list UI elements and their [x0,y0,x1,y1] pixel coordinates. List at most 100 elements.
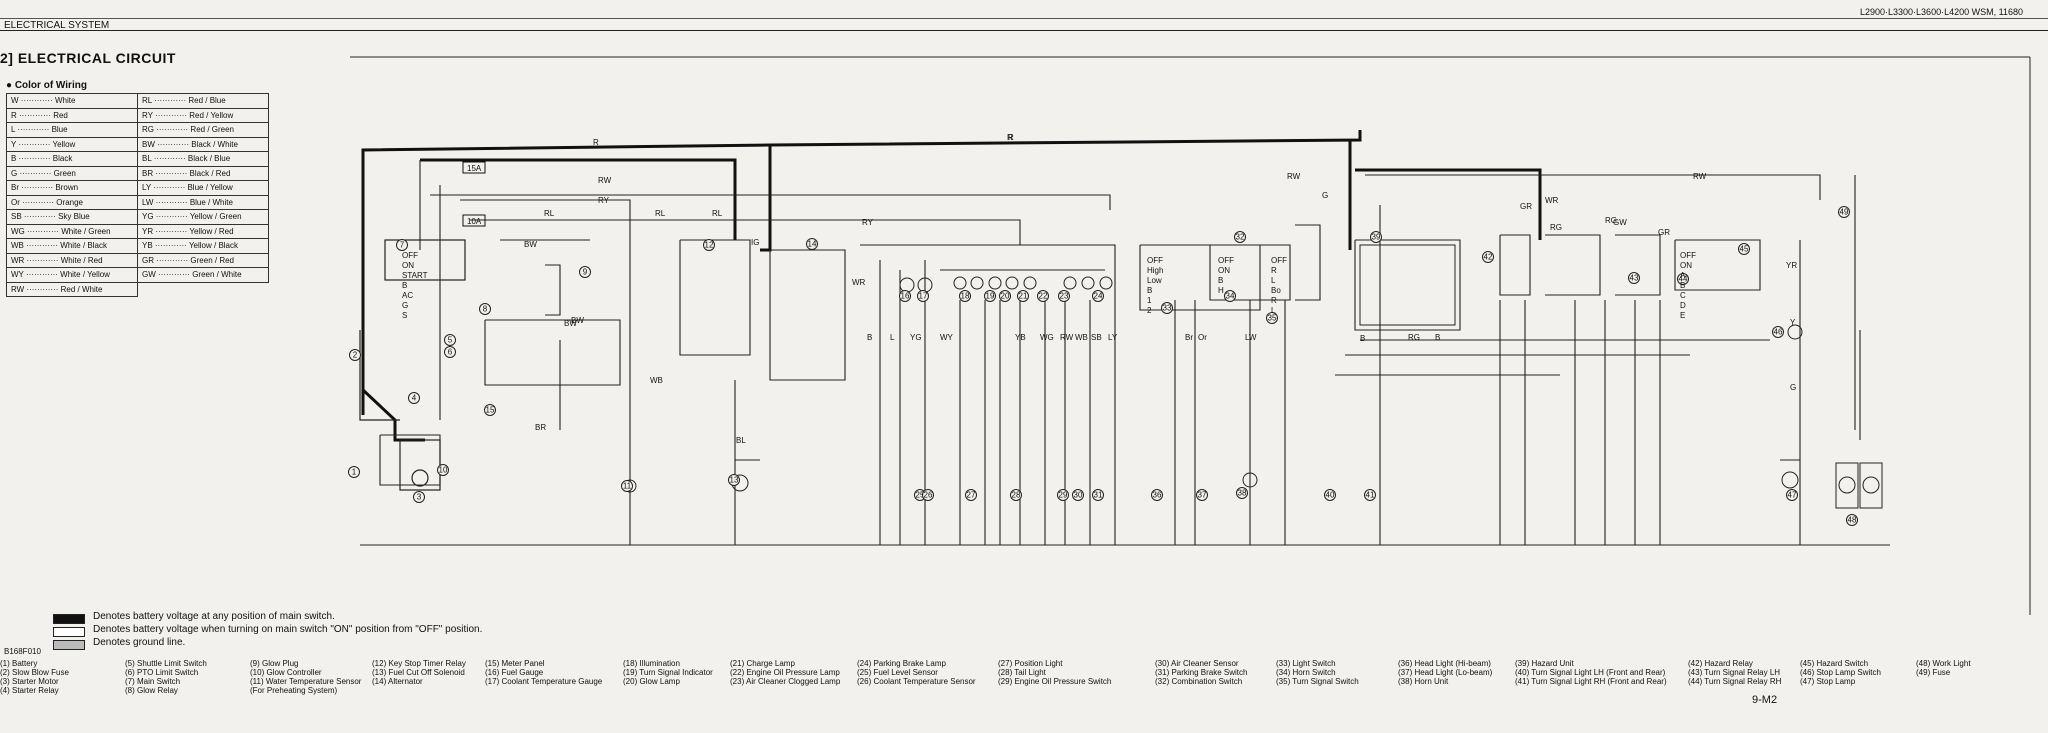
component-column: (1) Battery(2) Slow Blow Fuse(3) Starter… [0,659,69,695]
node-marker [1482,251,1494,263]
combination-switch-label: OFF [1147,256,1163,265]
node-marker [806,238,818,250]
node-marker [1151,489,1163,501]
component-entry: (37) Head Light (Lo-beam) [1398,668,1493,677]
node-number: 1 [352,468,357,477]
wire-label: RL [655,209,666,218]
node-number: 33 [1163,304,1172,313]
component-entry: (8) Glow Relay [125,686,178,695]
node-number: 4 [412,394,417,403]
component-entry: (40) Turn Signal Light LH (Front and Rea… [1515,668,1666,677]
component-entry: (20) Glow Lamp [623,677,680,686]
node-marker [1838,206,1850,218]
combination-switch-label: Low [1147,276,1162,285]
component-entry: (3) Starter Motor [0,677,59,686]
node-number: 38 [1238,489,1247,498]
turn-switch-label: R [1271,296,1277,305]
node-marker [999,290,1011,302]
wire-label: Or [1198,333,1207,342]
node-number: 18 [961,292,970,301]
legend-solid-text: Denotes battery voltage at any position … [93,611,335,622]
wire-label: RG [1408,333,1420,342]
wire-label: WB [1075,333,1088,342]
wiring-color-entry: RG ············ Red / Green [137,122,269,138]
legend-solid-swatch [53,614,85,624]
model-info: L2900·L3300·L3600·L4200 WSM, 11680 [1860,7,2023,17]
node-number: 16 [901,292,910,301]
figure-code: B168F010 [4,647,41,656]
main-switch-label: G [402,301,408,310]
node-number: 19 [986,292,995,301]
legend-outline-text: Denotes battery voltage when turning on … [93,624,483,635]
node-marker [413,491,425,503]
node-marker [899,290,911,302]
combination-switch-label: 2 [1147,306,1152,315]
hazard-switch-label: A [1680,271,1686,280]
node-number: 7 [400,241,405,250]
component-entry: (25) Fuel Level Sensor [857,668,938,677]
wiring-color-entry: B ············ Black [6,151,138,167]
wire-label: RY [598,196,610,205]
node-number: 41 [1366,491,1375,500]
wire-label: YB [1015,333,1026,342]
wire-label: IG [751,238,759,247]
wire-label: BW [564,319,577,328]
node-number: 12 [705,241,714,250]
component-column: (15) Meter Panel(16) Fuel Gauge(17) Cool… [485,659,602,686]
component-entry: (36) Head Light (Hi-beam) [1398,659,1491,668]
wiring-color-entry: BL ············ Black / Blue [137,151,269,167]
section-title: ELECTRICAL SYSTEM [4,20,110,31]
component-entry: (35) Turn Signal Switch [1276,677,1359,686]
component-entry: (38) Horn Unit [1398,677,1449,686]
wiring-color-entry: Or ············ Orange [6,194,138,210]
component-entry: (4) Starter Relay [0,686,59,695]
hazard-switch-label: D [1680,301,1686,310]
wire-label: WB [650,376,663,385]
node-marker [1017,290,1029,302]
node-number: 46 [1774,328,1783,337]
wiring-color-entry: YB ············ Yellow / Black [137,238,269,254]
node-marker [408,392,420,404]
node-number: 43 [1630,274,1639,283]
node-number: 26 [924,491,933,500]
node-marker [1057,489,1069,501]
wire-label: LY [1108,333,1118,342]
node-marker [579,266,591,278]
component-column: (18) Illumination(19) Turn Signal Indica… [623,659,713,686]
node-number: 45 [1740,245,1749,254]
component-entry: (18) Illumination [623,659,680,668]
node-marker [1196,489,1208,501]
node-number: 21 [1019,292,1028,301]
node-number: 28 [1012,491,1021,500]
wire-label: RL [544,209,555,218]
node-marker [1037,290,1049,302]
component-entry: (21) Charge Lamp [730,659,795,668]
legend-outline-swatch [53,627,85,637]
wire-label: SB [1091,333,1102,342]
component-entry: (23) Air Cleaner Clogged Lamp [730,677,841,686]
wire-label: YR [1786,261,1797,270]
node-marker [1058,290,1070,302]
node-number: 23 [1060,292,1069,301]
node-marker [1092,290,1104,302]
node-number: 5 [448,336,453,345]
wire-label: BW [571,316,584,325]
component-column: (39) Hazard Unit(40) Turn Signal Light L… [1515,659,1667,686]
legend-gray-swatch [53,640,85,650]
component-entry: (49) Fuse [1916,668,1951,677]
horn-switch-label: ON [1218,266,1230,275]
wire-label: BL [736,436,746,445]
legend-gray-text: Denotes ground line. [93,637,186,648]
component-entry: (41) Turn Signal Light RH (Front and Rea… [1515,677,1667,686]
component-column: (45) Hazard Switch(46) Stop Lamp Switch(… [1800,659,1881,686]
horn-switch-label: H [1218,286,1224,295]
